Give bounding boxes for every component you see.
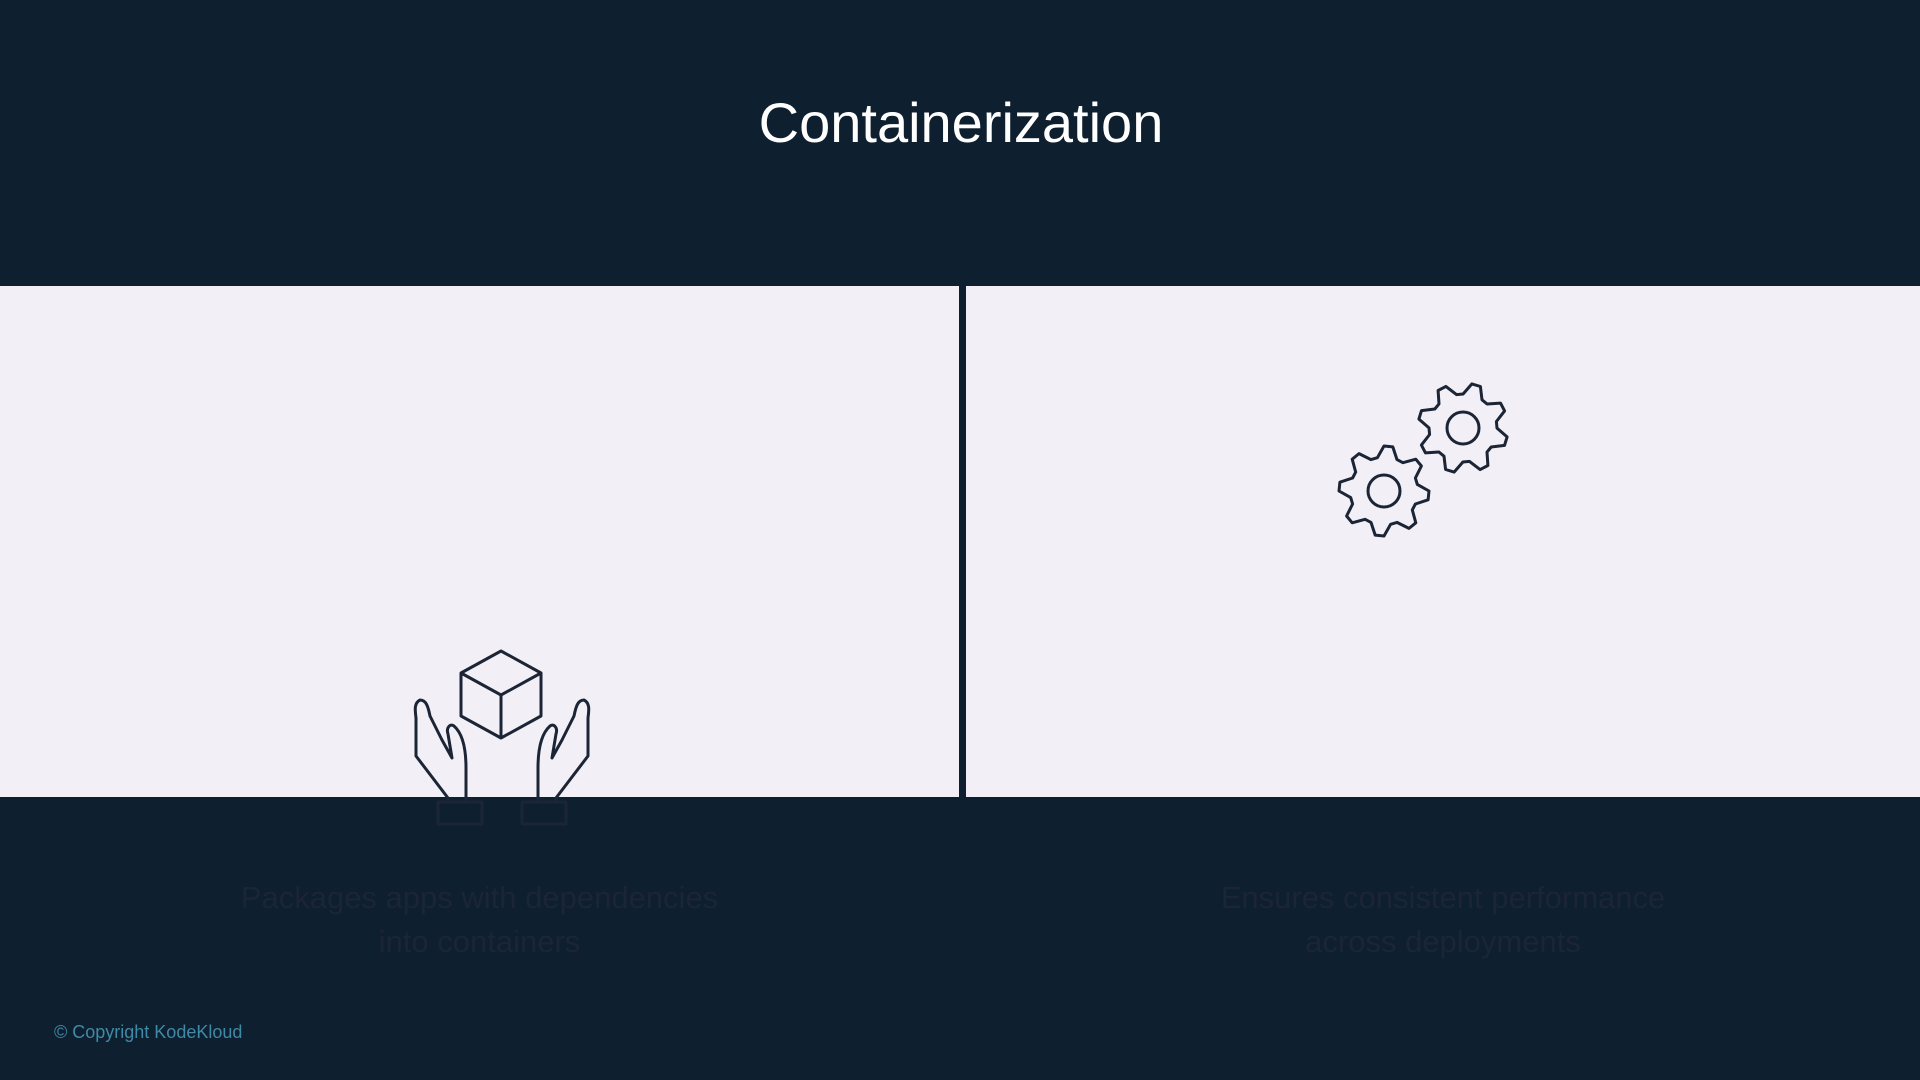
slide-title: Containerization bbox=[758, 91, 1164, 154]
copyright-text: © Copyright KodeKloud bbox=[54, 1022, 243, 1042]
card-consistency: Ensures consistent performance across de… bbox=[966, 286, 1920, 959]
caption-line: Ensures consistent performance bbox=[1220, 880, 1666, 915]
card-packages: Packages apps with dependencies into con… bbox=[0, 286, 959, 959]
gears-icon bbox=[1337, 382, 1509, 538]
caption-line: across deployments bbox=[1305, 924, 1581, 959]
card-caption: Ensures consistent performance across de… bbox=[966, 876, 1920, 964]
hands-holding-box-icon bbox=[413, 649, 591, 826]
caption-line: into containers bbox=[378, 924, 581, 959]
caption-line: Packages apps with dependencies bbox=[240, 880, 719, 915]
gear-small-icon bbox=[1337, 444, 1431, 538]
gear-large-icon bbox=[1417, 382, 1509, 474]
card-caption: Packages apps with dependencies into con… bbox=[0, 876, 959, 964]
